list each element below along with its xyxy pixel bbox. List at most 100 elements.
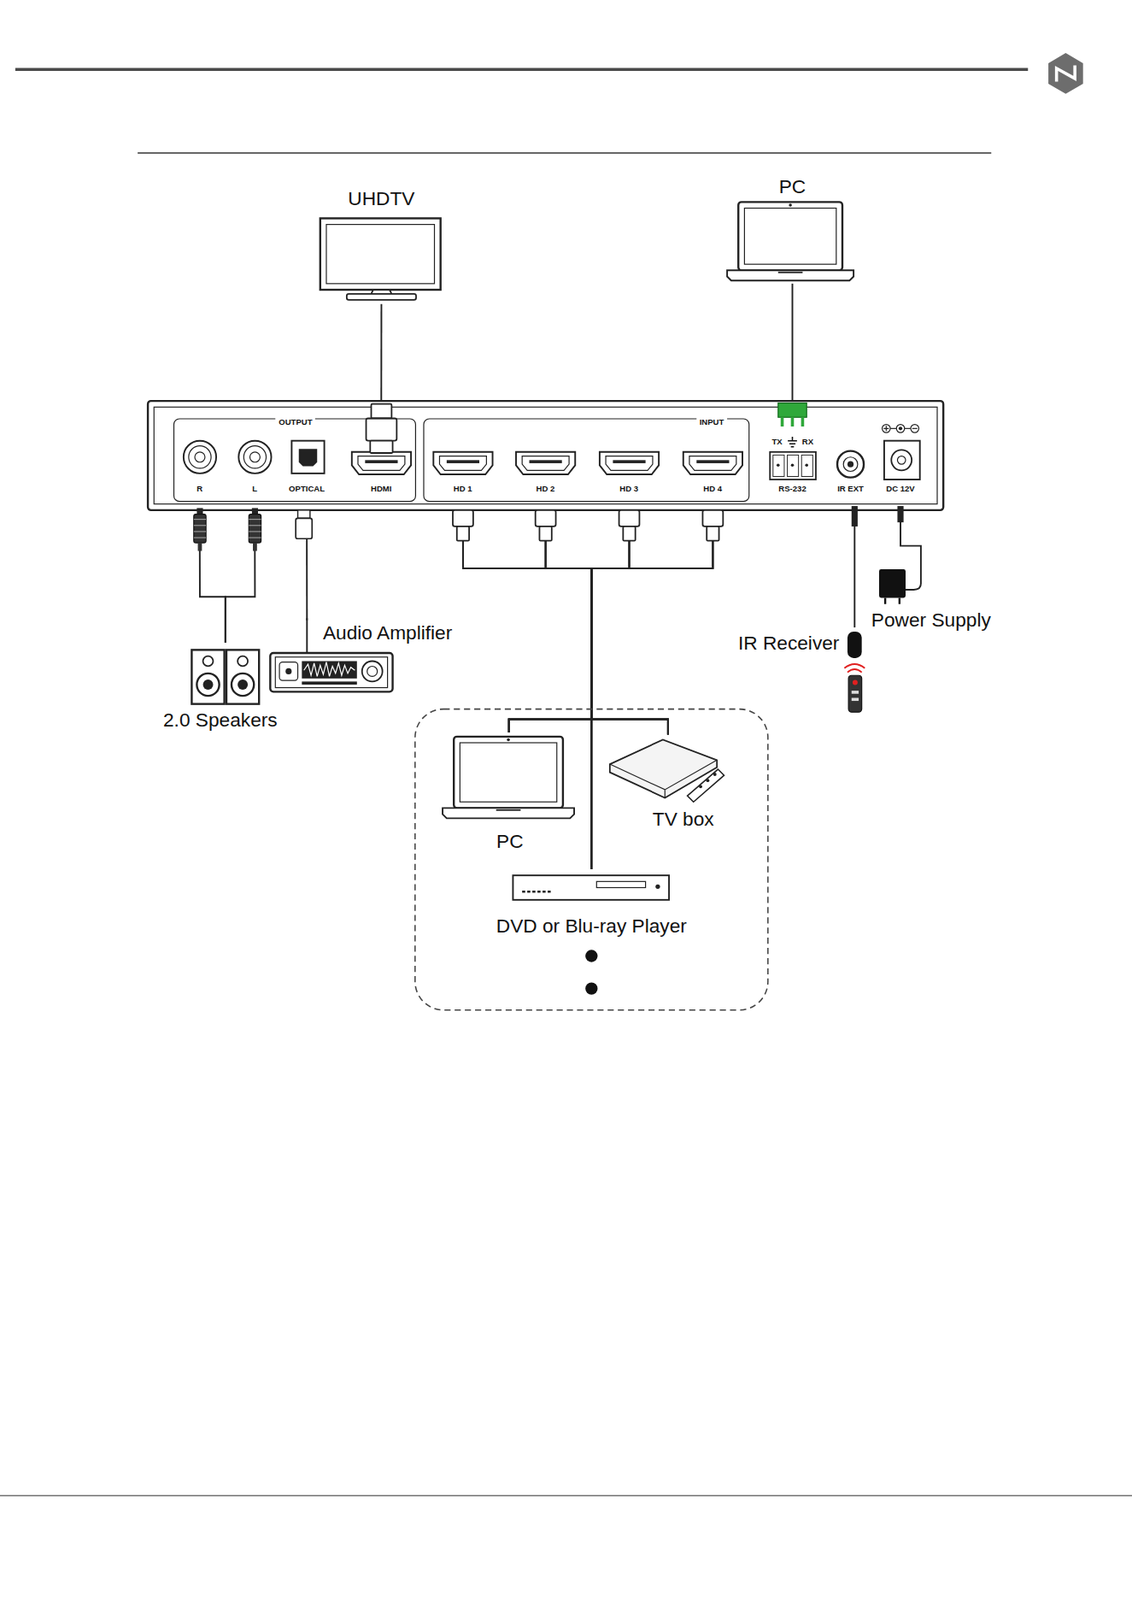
device-label: IR Receiver [738,632,839,655]
speakers-icon [203,679,214,690]
port-node: R [183,438,217,500]
port-and-plug-art [351,451,411,475]
amplifier-icon [305,617,308,653]
switcher-panel [147,400,944,511]
ground-symbol [787,436,798,447]
device-node: TV box [607,733,728,833]
dc-plug [897,505,904,523]
amplifier-icon [269,652,393,692]
port-and-plug-art [522,456,569,471]
port-group: OUTPUTRLOPTICALHDMI [173,417,417,502]
port-label: DC 12V [885,484,915,494]
port-and-plug-art [506,738,511,742]
port-label: OPTICAL [288,484,325,494]
speakers-icon [231,673,254,696]
polarity-symbol [883,425,889,431]
remote-icon [851,690,859,694]
dc-jack [897,456,906,465]
tv-icon [320,217,441,300]
tv-box-icon [706,778,710,782]
device-node: Audio Amplifier [267,620,462,696]
port-and-plug-art [439,456,487,471]
cable-line [591,499,713,735]
port-node: HD 1 [431,446,495,500]
dvd-player-icon [655,884,660,889]
port-and-plug-art [529,459,563,464]
device-node: IR Receiver [727,627,867,664]
amplifier-icon [275,656,388,688]
port-and-plug-art [248,530,261,532]
speakers-icon [191,649,224,704]
optical-plug [295,510,312,539]
port-and-plug-art [248,524,261,526]
amplifier-icon [304,662,356,677]
port-and-plug-art [252,507,259,514]
port-and-plug-art [619,510,640,527]
cable-line [463,499,669,735]
rs232-terminal [773,454,785,476]
port-node: HD 3 [597,446,661,500]
amplifier-icon [367,665,378,676]
port-and-plug-art [446,459,480,464]
device-label: PC [779,175,807,198]
amplifier-icon [279,662,298,681]
ir-plug [851,505,858,527]
port-label: HD 4 [703,484,722,494]
port-node: HD 4 [680,446,745,500]
group-heading: OUTPUT [275,416,316,427]
port-and-plug-art [193,201,854,818]
tv-box-icon [609,739,725,802]
port-and-plug-art [539,526,552,541]
rs232-terminal [791,463,795,468]
dc-jack [891,449,912,470]
port-node: DC 12V [878,417,924,499]
port-and-plug-art [248,514,261,543]
polarity-symbol [912,428,918,429]
port-label: RX [802,438,814,448]
cable-line [591,499,669,735]
source-group-outline [415,709,769,1010]
port-and-plug-art [198,542,203,552]
polarity-symbol [898,426,903,430]
port-and-plug-art [433,451,493,475]
dvd-player-icon [522,890,553,892]
tv-box-icon [713,772,717,776]
cable-line [509,499,714,733]
page-rule [0,69,1132,1496]
port-and-plug-art [193,514,206,543]
power-adapter-icon [905,563,921,590]
dvd-player-icon [596,880,646,887]
port-and-plug-art [788,203,792,207]
port-and-plug-art [442,807,575,818]
optical-plug [295,517,312,539]
optical-port [299,448,317,466]
switcher-panel [153,406,938,504]
port-and-plug-art [738,201,843,270]
port-and-plug-art [364,459,398,464]
port-label: HD 2 [535,484,555,494]
page-rule [15,67,1028,71]
device-label: PC [496,830,524,853]
port-and-plug-art [702,510,723,527]
rs232-terminal [787,454,799,476]
cable-line [509,499,630,733]
dvd-player-icon [512,874,669,900]
remote-icon [852,680,858,686]
rca-jack [183,440,217,474]
optical-port [291,440,324,474]
page-rule [0,1494,1132,1496]
optical-plug [298,510,311,519]
speakers-icon [226,649,259,704]
port-and-plug-art [605,456,653,471]
tv-icon [320,217,441,290]
dvd-player-icon [512,874,669,900]
device-node: 2.0 Speakers [159,642,291,733]
tv-icon [346,293,417,300]
port-label: L [252,484,258,494]
port-label: IR EXT [837,484,864,494]
rs232-terminal [801,454,813,476]
polarity-symbol [882,424,920,434]
more-dots [585,949,598,995]
cable-line [591,499,629,869]
brand-logo [1048,52,1084,94]
